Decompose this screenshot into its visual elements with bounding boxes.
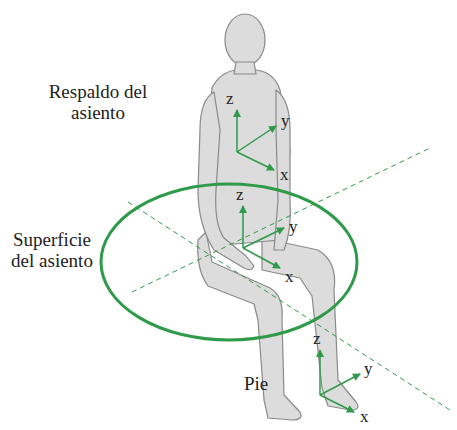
axis-label: z (226, 90, 234, 109)
axis-label: x (280, 166, 289, 185)
axis-label: y (364, 360, 373, 379)
axis-label: y (281, 112, 290, 131)
axis-label: x (285, 268, 294, 287)
axis-label: z (236, 186, 244, 205)
axis-label: x (360, 408, 369, 427)
part-label: Respaldo del asiento (38, 82, 158, 124)
axis-label: z (313, 330, 321, 349)
part-label: Pie (244, 374, 268, 395)
axis-label: y (289, 218, 298, 237)
part-label: Superficie del asiento (2, 230, 102, 272)
